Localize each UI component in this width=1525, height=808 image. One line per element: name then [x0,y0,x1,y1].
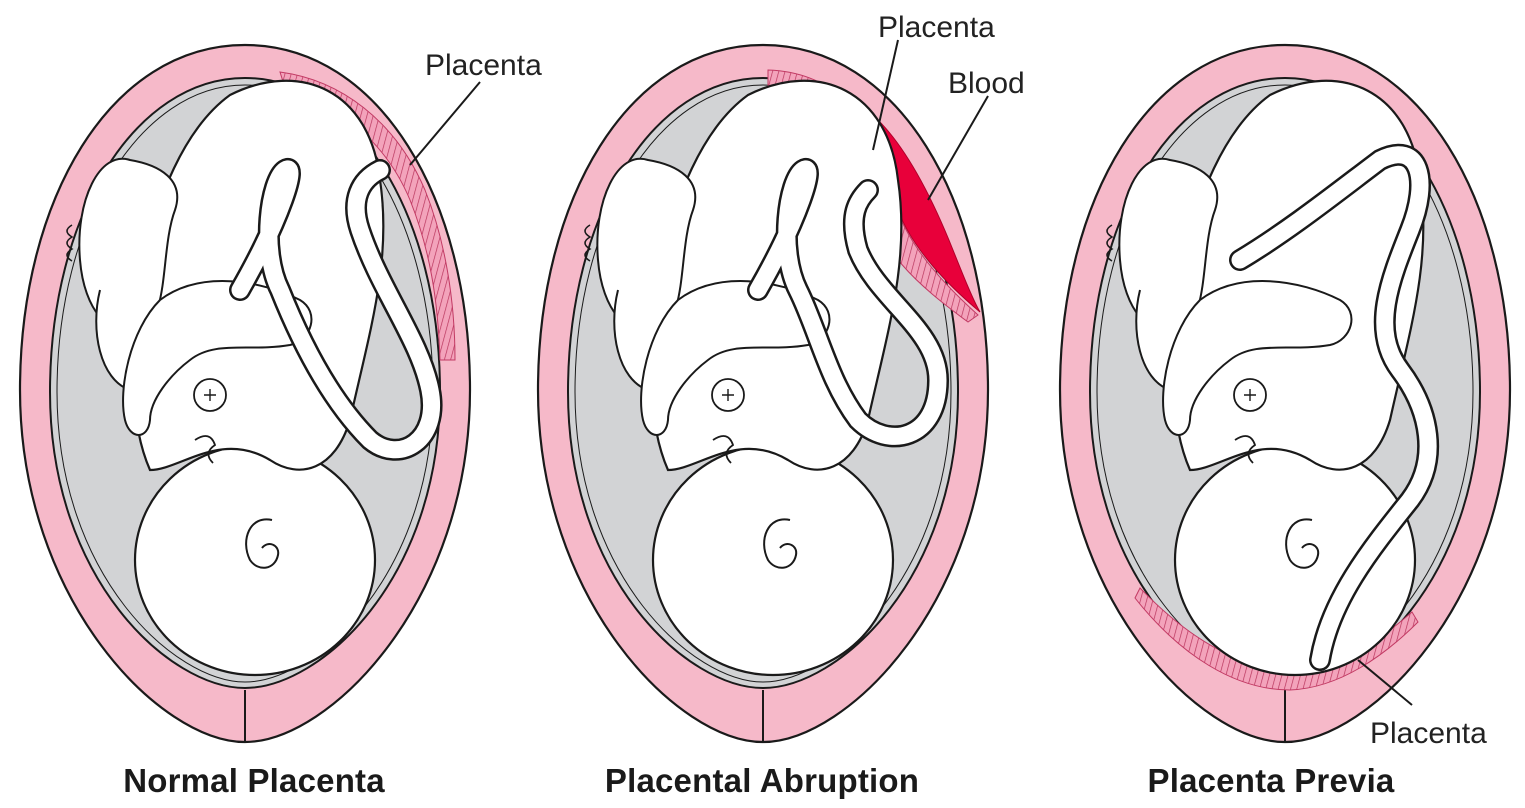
caption-placental-abruption: Placental Abruption [508,762,1016,800]
panel-placental-abruption: Placenta Blood [538,11,1025,742]
panel-normal-placenta: Placenta [20,45,542,742]
blood-leader-line [928,96,988,200]
placenta-label: Placenta [878,11,995,44]
placenta-leader-line [410,82,480,165]
caption-normal-placenta: Normal Placenta [0,762,508,800]
placenta-label: Placenta [425,49,542,82]
placenta-label: Placenta [1370,717,1487,750]
blood-label: Blood [948,67,1025,100]
panel-placenta-previa: Placenta [1060,45,1510,750]
caption-placenta-previa: Placenta Previa [1017,762,1525,800]
